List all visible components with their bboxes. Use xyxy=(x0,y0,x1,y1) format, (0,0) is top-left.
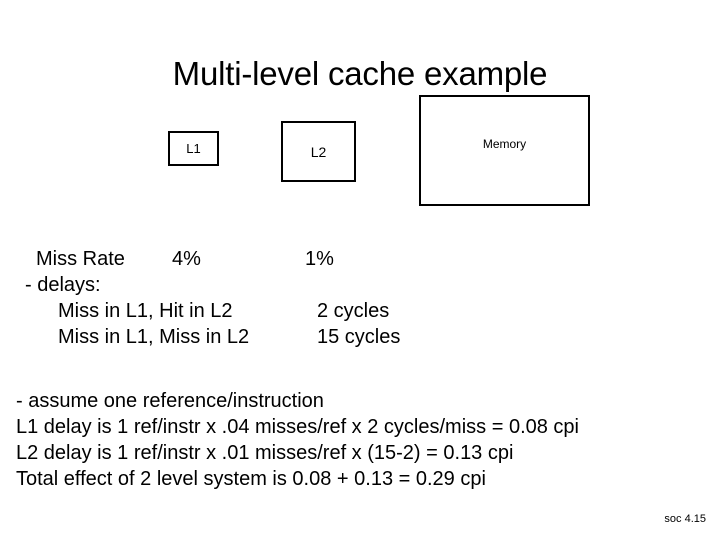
memory-label: Memory xyxy=(482,137,527,151)
delays-label: - delays: xyxy=(25,274,101,296)
memory-box: Memory xyxy=(419,95,590,206)
delay-cost: 15 cycles xyxy=(317,326,401,348)
miss-rate-l2-value: 1% xyxy=(305,248,334,270)
explanation-line: Total effect of 2 level system is 0.08 +… xyxy=(16,468,486,490)
delays-heading-row: - delays: xyxy=(0,272,720,298)
page-title: Multi-level cache example xyxy=(172,55,548,93)
explanation-line: - assume one reference/instruction xyxy=(16,390,324,412)
explanation-line: L1 delay is 1 ref/instr x .04 misses/ref… xyxy=(16,416,579,438)
delay-condition: Miss in L1, Hit in L2 xyxy=(58,300,233,322)
slide-footer: soc 4.15 xyxy=(664,513,706,525)
l2-cache-label: L2 xyxy=(310,143,327,160)
cache-stats-block: Miss Rate 4% 1% - delays: Miss in L1, Hi… xyxy=(0,246,720,350)
miss-rate-label: Miss Rate xyxy=(36,248,125,270)
delay-row: Miss in L1, Miss in L2 15 cycles xyxy=(0,324,720,350)
delay-cost: 2 cycles xyxy=(317,300,390,322)
explanation-block: - assume one reference/instruction L1 de… xyxy=(16,388,716,492)
l1-cache-box: L1 xyxy=(168,131,219,166)
miss-rate-row: Miss Rate 4% 1% xyxy=(0,246,720,272)
miss-rate-l1-value: 4% xyxy=(172,248,201,270)
delay-row: Miss in L1, Hit in L2 2 cycles xyxy=(0,298,720,324)
l2-cache-box: L2 xyxy=(281,121,356,182)
delay-condition: Miss in L1, Miss in L2 xyxy=(58,326,250,348)
explanation-line: L2 delay is 1 ref/instr x .01 misses/ref… xyxy=(16,442,514,464)
l1-cache-label: L1 xyxy=(186,141,201,156)
